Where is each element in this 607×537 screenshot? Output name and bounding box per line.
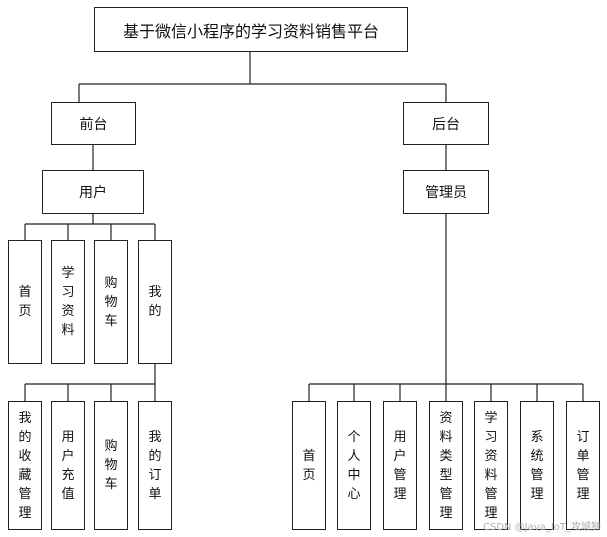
mine-item-recharge: 用户充值 [51, 401, 85, 530]
admin-item-order-management: 订单管理 [566, 401, 600, 530]
mine-item-favorites: 我的收藏管理 [8, 401, 42, 530]
user-item-materials: 学习资料 [51, 240, 85, 364]
user-item-cart: 购物车 [94, 240, 128, 364]
admin-item-material-management: 学习资料管理 [474, 401, 508, 530]
admin-item-material-type-management: 资料类型管理 [429, 401, 463, 530]
user-node: 用户 [42, 170, 144, 214]
user-item-mine: 我的 [138, 240, 172, 364]
front-node: 前台 [51, 102, 136, 145]
root-node-title: 基于微信小程序的学习资料销售平台 [94, 7, 408, 52]
mine-item-cart: 购物车 [94, 401, 128, 530]
user-item-home: 首页 [8, 240, 42, 364]
admin-item-home: 首页 [292, 401, 326, 530]
mine-item-orders: 我的订单 [138, 401, 172, 530]
admin-item-user-management: 用户管理 [383, 401, 417, 530]
admin-node: 管理员 [403, 170, 489, 214]
back-node: 后台 [403, 102, 489, 145]
watermark: CSDN @Java_IoT_攻城狮 [483, 522, 601, 533]
admin-item-system-management: 系统管理 [520, 401, 554, 530]
admin-item-personal-center: 个人中心 [337, 401, 371, 530]
